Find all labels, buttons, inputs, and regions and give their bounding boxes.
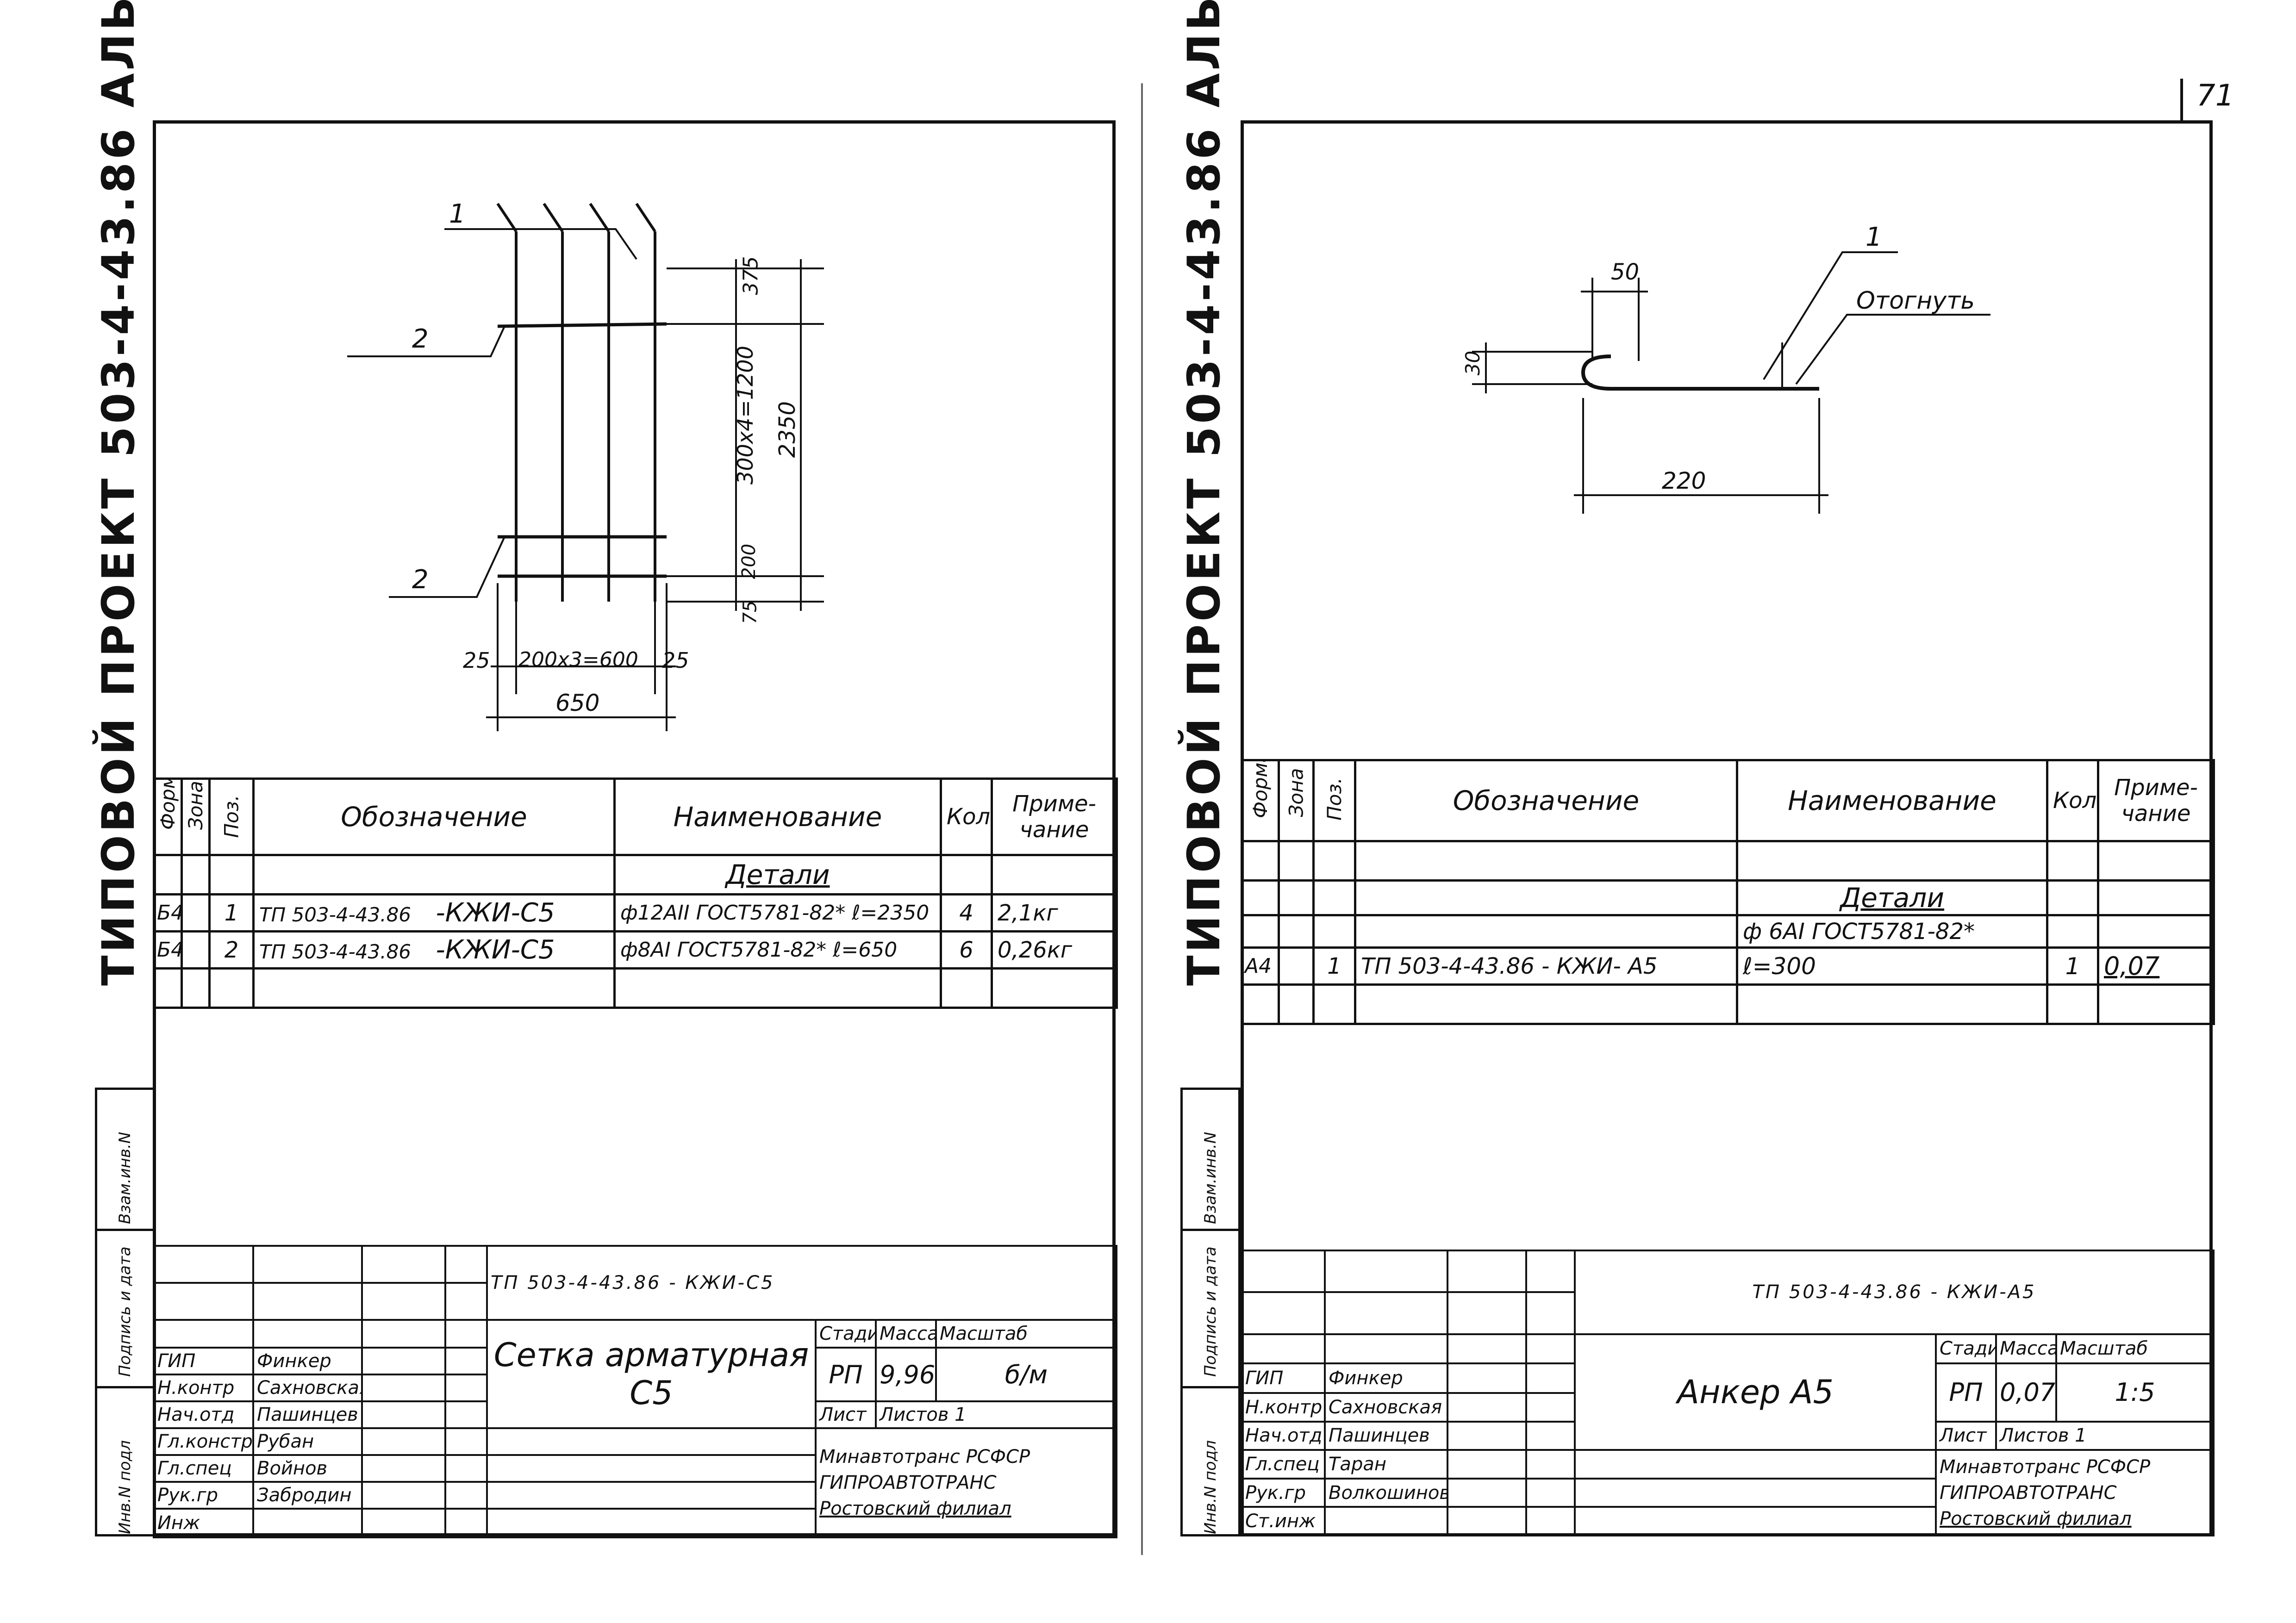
right-hdr-note: Приме-чание bbox=[2097, 759, 2215, 842]
left-title: Сетка арматурная С5 bbox=[486, 1319, 817, 1429]
left-side-title: ТИПОВОЙ ПРОЕКТ 503-4-43.86 АЛЬБОМ IV bbox=[93, 0, 144, 986]
left-code: ТП 503-4-43.86 - КЖИ-С5 bbox=[486, 1245, 1118, 1321]
left-pos1-label: 1 bbox=[449, 199, 466, 229]
left-section-label: Детали bbox=[613, 854, 942, 895]
right-role-5: Ст.инж bbox=[1241, 1506, 1326, 1536]
center-fold-line bbox=[1141, 83, 1143, 1555]
right-stamp-label-sign: Подпись и дата bbox=[1201, 1246, 1220, 1377]
left-role-5: Рук.гр bbox=[153, 1481, 254, 1510]
left-dim-25a: 25 bbox=[463, 648, 490, 673]
table-row: Б4 1 ТП 503-4-43.86 -КЖИ-С5 ф12АII ГОСТ5… bbox=[153, 893, 1118, 933]
left-dim-2350: 2350 bbox=[774, 401, 801, 458]
left-org2: ГИПРОАВТОТРАНС bbox=[819, 1472, 997, 1493]
anchor-bar bbox=[1581, 354, 1819, 391]
rebar-horizontal-top bbox=[497, 322, 667, 328]
right-name-line1: ф 6АI ГОСТ5781-82* bbox=[1736, 914, 2048, 949]
right-hdr-designation: Обозначение bbox=[1354, 759, 1738, 842]
left-hdr-zone: Зона bbox=[181, 777, 211, 856]
right-org1: Минавтотранс РСФСР bbox=[1940, 1456, 2151, 1478]
right-section-label: Детали bbox=[1736, 879, 2048, 916]
right-dim-50: 50 bbox=[1611, 259, 1640, 285]
right-side-title: ТИПОВОЙ ПРОЕКТ 503-4-43.86 АЛЬБОМ IV bbox=[1178, 0, 1230, 986]
left-hdr-note: Приме-чание bbox=[991, 777, 1118, 856]
right-hdr-format: Формат bbox=[1241, 759, 1280, 842]
left-dim-25b: 25 bbox=[662, 648, 689, 673]
left-hdr-qty: Кол. bbox=[940, 777, 993, 856]
right-dim-30: 30 bbox=[1461, 350, 1485, 376]
right-role-0: ГИП bbox=[1241, 1362, 1326, 1394]
left-hdr-designation: Обозначение bbox=[252, 777, 616, 856]
right-role-4: Рук.гр bbox=[1241, 1477, 1326, 1508]
right-pos1-label: 1 bbox=[1866, 222, 1882, 252]
left-dim-200x3: 200x3=600 bbox=[518, 648, 638, 672]
right-role-2: Нач.отд bbox=[1241, 1420, 1326, 1451]
left-pos2a-label: 2 bbox=[412, 324, 429, 354]
left-org1: Минавтотранс РСФСР bbox=[819, 1446, 1030, 1468]
right-hdr-name: Наименование bbox=[1736, 759, 2048, 842]
right-title-block: ТП 503-4-43.86 - КЖИ-А5 Анкер А5 СтадияМ… bbox=[1241, 1249, 2215, 1536]
left-pos2b-label: 2 bbox=[412, 565, 429, 595]
right-org3: Ростовский филиал bbox=[1940, 1508, 2132, 1530]
left-stamp-label-replace: Взам.инв.N bbox=[116, 1132, 134, 1224]
left-role-3: Гл.констр bbox=[153, 1427, 254, 1456]
right-stamp-label-replace: Взам.инв.N bbox=[1201, 1132, 1220, 1224]
left-dim-200: 200 bbox=[738, 543, 760, 579]
right-org2: ГИПРОАВТОТРАНС bbox=[1940, 1482, 2117, 1504]
left-role-1: Н.контр bbox=[153, 1374, 254, 1402]
left-spec-table: Формат Зона Поз. Обозначение Наименовани… bbox=[153, 777, 1118, 1009]
left-hdr-format: Формат bbox=[153, 777, 183, 856]
right-role-3: Гл.спец bbox=[1241, 1449, 1326, 1480]
left-hdr-name: Наименование bbox=[613, 777, 942, 856]
left-role-2: Нач.отд bbox=[153, 1400, 254, 1429]
left-stamp-label-sign: Подпись и дата bbox=[116, 1246, 134, 1377]
left-title-block: ТП 503-4-43.86 - КЖИ-С5 Сетка арматурная… bbox=[153, 1245, 1118, 1538]
left-org3: Ростовский филиал bbox=[819, 1498, 1011, 1519]
page-number: 71 bbox=[2196, 79, 2234, 113]
right-stamp-column: Инв.N подл Подпись и дата Взам.инв.N bbox=[1180, 1088, 1241, 1536]
right-dim-220: 220 bbox=[1662, 467, 1706, 494]
left-stamp-column: Инв.N подл Подпись и дата Взам.инв.N bbox=[95, 1088, 155, 1536]
table-row: А4 1 ТП 503-4-43.86 - КЖИ- А5 ℓ=300 1 0,… bbox=[1241, 946, 2215, 986]
left-dim-300x4: 300x4=1200 bbox=[732, 346, 758, 485]
left-role-0: ГИП bbox=[153, 1347, 254, 1375]
right-bend-label: Отогнуть bbox=[1856, 287, 1975, 315]
right-hdr-qty: Кол. bbox=[2046, 759, 2099, 842]
right-code: ТП 503-4-43.86 - КЖИ-А5 bbox=[1573, 1250, 2215, 1335]
right-role-1: Н.контр bbox=[1241, 1392, 1326, 1423]
left-stamp-label-inv: Инв.N подл bbox=[116, 1440, 134, 1534]
left-dim-650: 650 bbox=[555, 690, 600, 716]
right-hdr-zone: Зона bbox=[1278, 759, 1315, 842]
right-title: Анкер А5 bbox=[1574, 1333, 1937, 1451]
table-row: Б4 2 ТП 503-4-43.86 -КЖИ-С5 ф8АI ГОСТ578… bbox=[153, 930, 1118, 970]
left-dim-75: 75 bbox=[739, 600, 761, 624]
left-hdr-pos: Поз. bbox=[208, 777, 255, 856]
right-stamp-label-inv: Инв.N подл bbox=[1201, 1440, 1220, 1534]
left-role-6: Инж bbox=[153, 1508, 254, 1538]
left-mesh-drawing bbox=[347, 203, 824, 731]
left-role-4: Гл.спец bbox=[153, 1454, 254, 1483]
page-number-rule bbox=[2180, 79, 2183, 123]
right-spec-table: Формат Зона Поз. Обозначение Наименовани… bbox=[1241, 759, 2215, 1025]
right-anchor-drawing bbox=[1472, 251, 1990, 514]
left-dim-375: 375 bbox=[739, 256, 763, 295]
right-hdr-pos: Поз. bbox=[1312, 759, 1356, 842]
